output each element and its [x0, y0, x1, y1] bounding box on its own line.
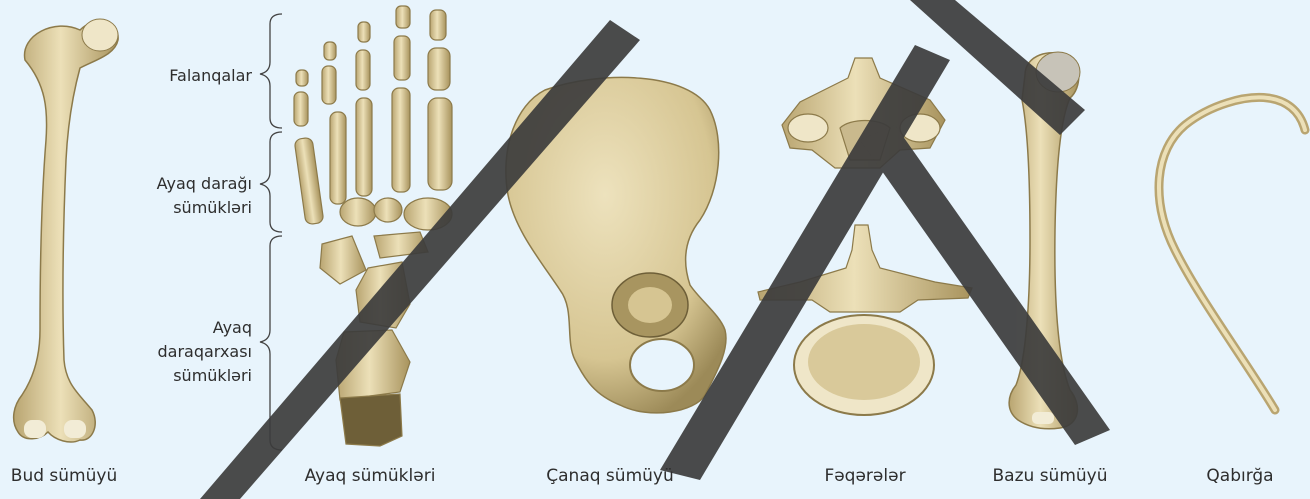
metatarsals-label: Ayaq darağı sümükləri — [112, 172, 252, 220]
vertebrae-caption: Fəqərələr — [824, 466, 905, 486]
foot-caption: Ayaq sümükləri — [305, 466, 436, 486]
humerus-caption: Bazu sümüyü — [993, 466, 1108, 486]
pelvis-caption: Çanaq sümüyü — [546, 466, 673, 486]
rib-caption: Qabırğa — [1206, 466, 1273, 486]
phalanges-label: Falanqalar — [140, 64, 252, 88]
femur-caption: Bud sümüyü — [11, 466, 117, 486]
foot-braces — [260, 14, 282, 450]
tarsals-label: Ayaq daraqarxası sümükləri — [112, 316, 252, 388]
rib-bone — [1159, 97, 1305, 410]
femur-bone — [14, 19, 118, 442]
